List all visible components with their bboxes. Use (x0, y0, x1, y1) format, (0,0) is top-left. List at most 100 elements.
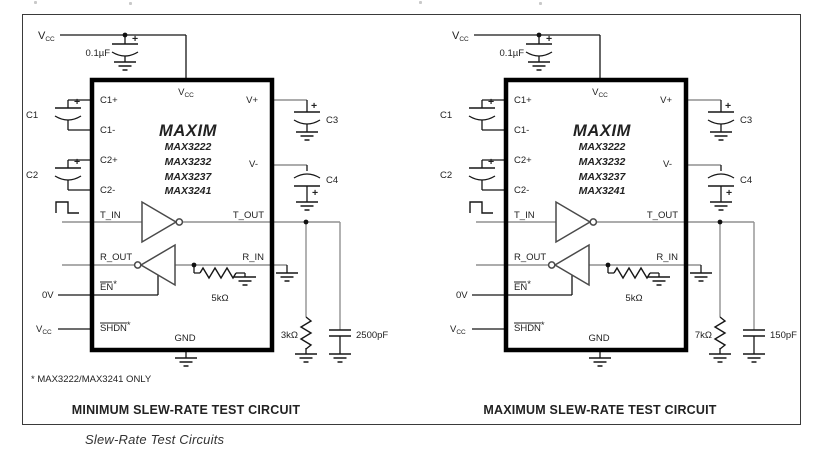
footnote: * MAX3222/MAX3241 ONLY (31, 374, 152, 385)
ground-icon (742, 353, 766, 363)
ic-body (506, 80, 686, 350)
c1-capacitor-symbol (468, 107, 496, 121)
ground-icon (527, 61, 551, 71)
load-capacitor-symbol (743, 329, 765, 337)
part-number: MAX3237 (579, 171, 627, 183)
load-cap-value: 2500pF (356, 330, 388, 341)
pin-rin: R_IN (656, 252, 678, 263)
bypass-cap-value: 0.1µF (86, 48, 111, 59)
ic-body (92, 80, 272, 350)
part-number: MAX3222 (165, 141, 212, 153)
supply-label: VCC (38, 30, 55, 43)
part-number: MAX3222 (579, 141, 626, 153)
polarity-plus: + (312, 187, 318, 199)
pin-c2m: C2- (100, 185, 115, 196)
pin-rin: R_IN (242, 252, 264, 263)
pin-tout: T_OUT (233, 210, 264, 221)
c1-capacitor-symbol (54, 107, 82, 121)
pin-c2p: C2+ (514, 155, 532, 166)
pin-rout: R_OUT (514, 252, 546, 263)
bypass-capacitor-symbol (525, 43, 553, 57)
load-resistor-symbol (300, 316, 312, 350)
junction-dot (191, 262, 197, 268)
c3-label: C3 (740, 115, 752, 126)
junction-dot (717, 219, 723, 225)
ground-icon (709, 131, 733, 141)
pin-vcc: VCC (592, 87, 608, 99)
load-capacitor-symbol (329, 329, 351, 337)
min-slew-rate-circuit: VCC 0.1µF + C1 + C2 + C3 + C4 + 0V VCC 5… (26, 30, 388, 417)
ic-outline (503, 77, 689, 353)
pin-shdn: SHDN* (100, 320, 131, 334)
ground-icon (275, 272, 299, 282)
shdn-supply-label: VCC (36, 324, 52, 336)
ic-outline (89, 77, 275, 353)
polarity-plus: + (132, 33, 138, 45)
part-number: MAX3241 (165, 185, 212, 197)
shdn-supply-label: VCC (450, 324, 466, 336)
c1-label: C1 (26, 110, 38, 121)
circuit-title: MINIMUM SLEW-RATE TEST CIRCUIT (72, 403, 301, 417)
ground-icon (295, 201, 319, 211)
pin-c2m: C2- (514, 185, 529, 196)
pin-tin: T_IN (100, 210, 121, 221)
pin-vplus: V+ (246, 95, 258, 106)
polarity-plus: + (311, 100, 317, 112)
c2-capacitor-symbol (54, 167, 82, 181)
c3-capacitor-symbol (707, 111, 735, 125)
en-bias-label: 0V (42, 290, 54, 301)
junction-dot (303, 219, 309, 225)
polarity-plus: + (488, 96, 494, 108)
ground-icon (689, 272, 713, 282)
polarity-plus: + (546, 33, 552, 45)
part-number: MAX3232 (579, 156, 626, 168)
pin-tout: T_OUT (647, 210, 678, 221)
ground-icon (708, 353, 732, 363)
polarity-plus: + (74, 96, 80, 108)
junction-dot (122, 32, 128, 38)
pin-vplus: V+ (660, 95, 672, 106)
pin-vminus: V- (249, 159, 258, 170)
bypass-capacitor-symbol (111, 43, 139, 57)
figure-caption: Slew-Rate Test Circuits (85, 432, 225, 447)
junction-dot (605, 262, 611, 268)
clipped-text-artifact (129, 2, 132, 5)
pull-res-value: 5kΩ (211, 293, 228, 304)
load-res-value: 3kΩ (281, 330, 298, 341)
c4-capacitor-symbol (293, 173, 321, 187)
ground-icon (294, 353, 318, 363)
pin-gnd: GND (174, 333, 195, 344)
pin-en: EN* (514, 279, 531, 293)
c3-label: C3 (326, 115, 338, 126)
clipped-text-artifact (34, 1, 37, 4)
c4-label: C4 (740, 175, 752, 186)
pin-en: EN* (100, 279, 117, 293)
pin-gnd: GND (588, 333, 609, 344)
junction-dot (536, 32, 542, 38)
pin-vcc: VCC (178, 87, 194, 99)
c1-label: C1 (440, 110, 452, 121)
ground-icon (295, 131, 319, 141)
load-resistor-symbol (714, 316, 726, 350)
pin-c1p: C1+ (100, 95, 118, 106)
maxim-logo: MAXIM (159, 122, 218, 140)
ground-icon (588, 357, 612, 367)
circuit-title: MAXIMUM SLEW-RATE TEST CIRCUIT (483, 403, 716, 417)
bypass-cap-value: 0.1µF (500, 48, 525, 59)
polarity-plus: + (725, 100, 731, 112)
signal-wires (476, 99, 755, 330)
load-cap-value: 150pF (770, 330, 797, 341)
square-wave-icon (55, 201, 80, 214)
pin-c1m: C1- (100, 125, 115, 136)
load-res-value: 7kΩ (695, 330, 712, 341)
signal-wires (62, 99, 341, 330)
part-number: MAX3241 (579, 185, 626, 197)
clipped-text-artifact (419, 1, 422, 4)
polarity-plus: + (488, 156, 494, 168)
max-slew-rate-circuit: VCC 0.1µF + C1 + C2 + C3 + C4 + 0V VCC 5… (440, 30, 797, 417)
pin-tin: T_IN (514, 210, 535, 221)
pin-shdn: SHDN* (514, 320, 545, 334)
part-number: MAX3232 (165, 156, 212, 168)
part-number: MAX3237 (165, 171, 213, 183)
